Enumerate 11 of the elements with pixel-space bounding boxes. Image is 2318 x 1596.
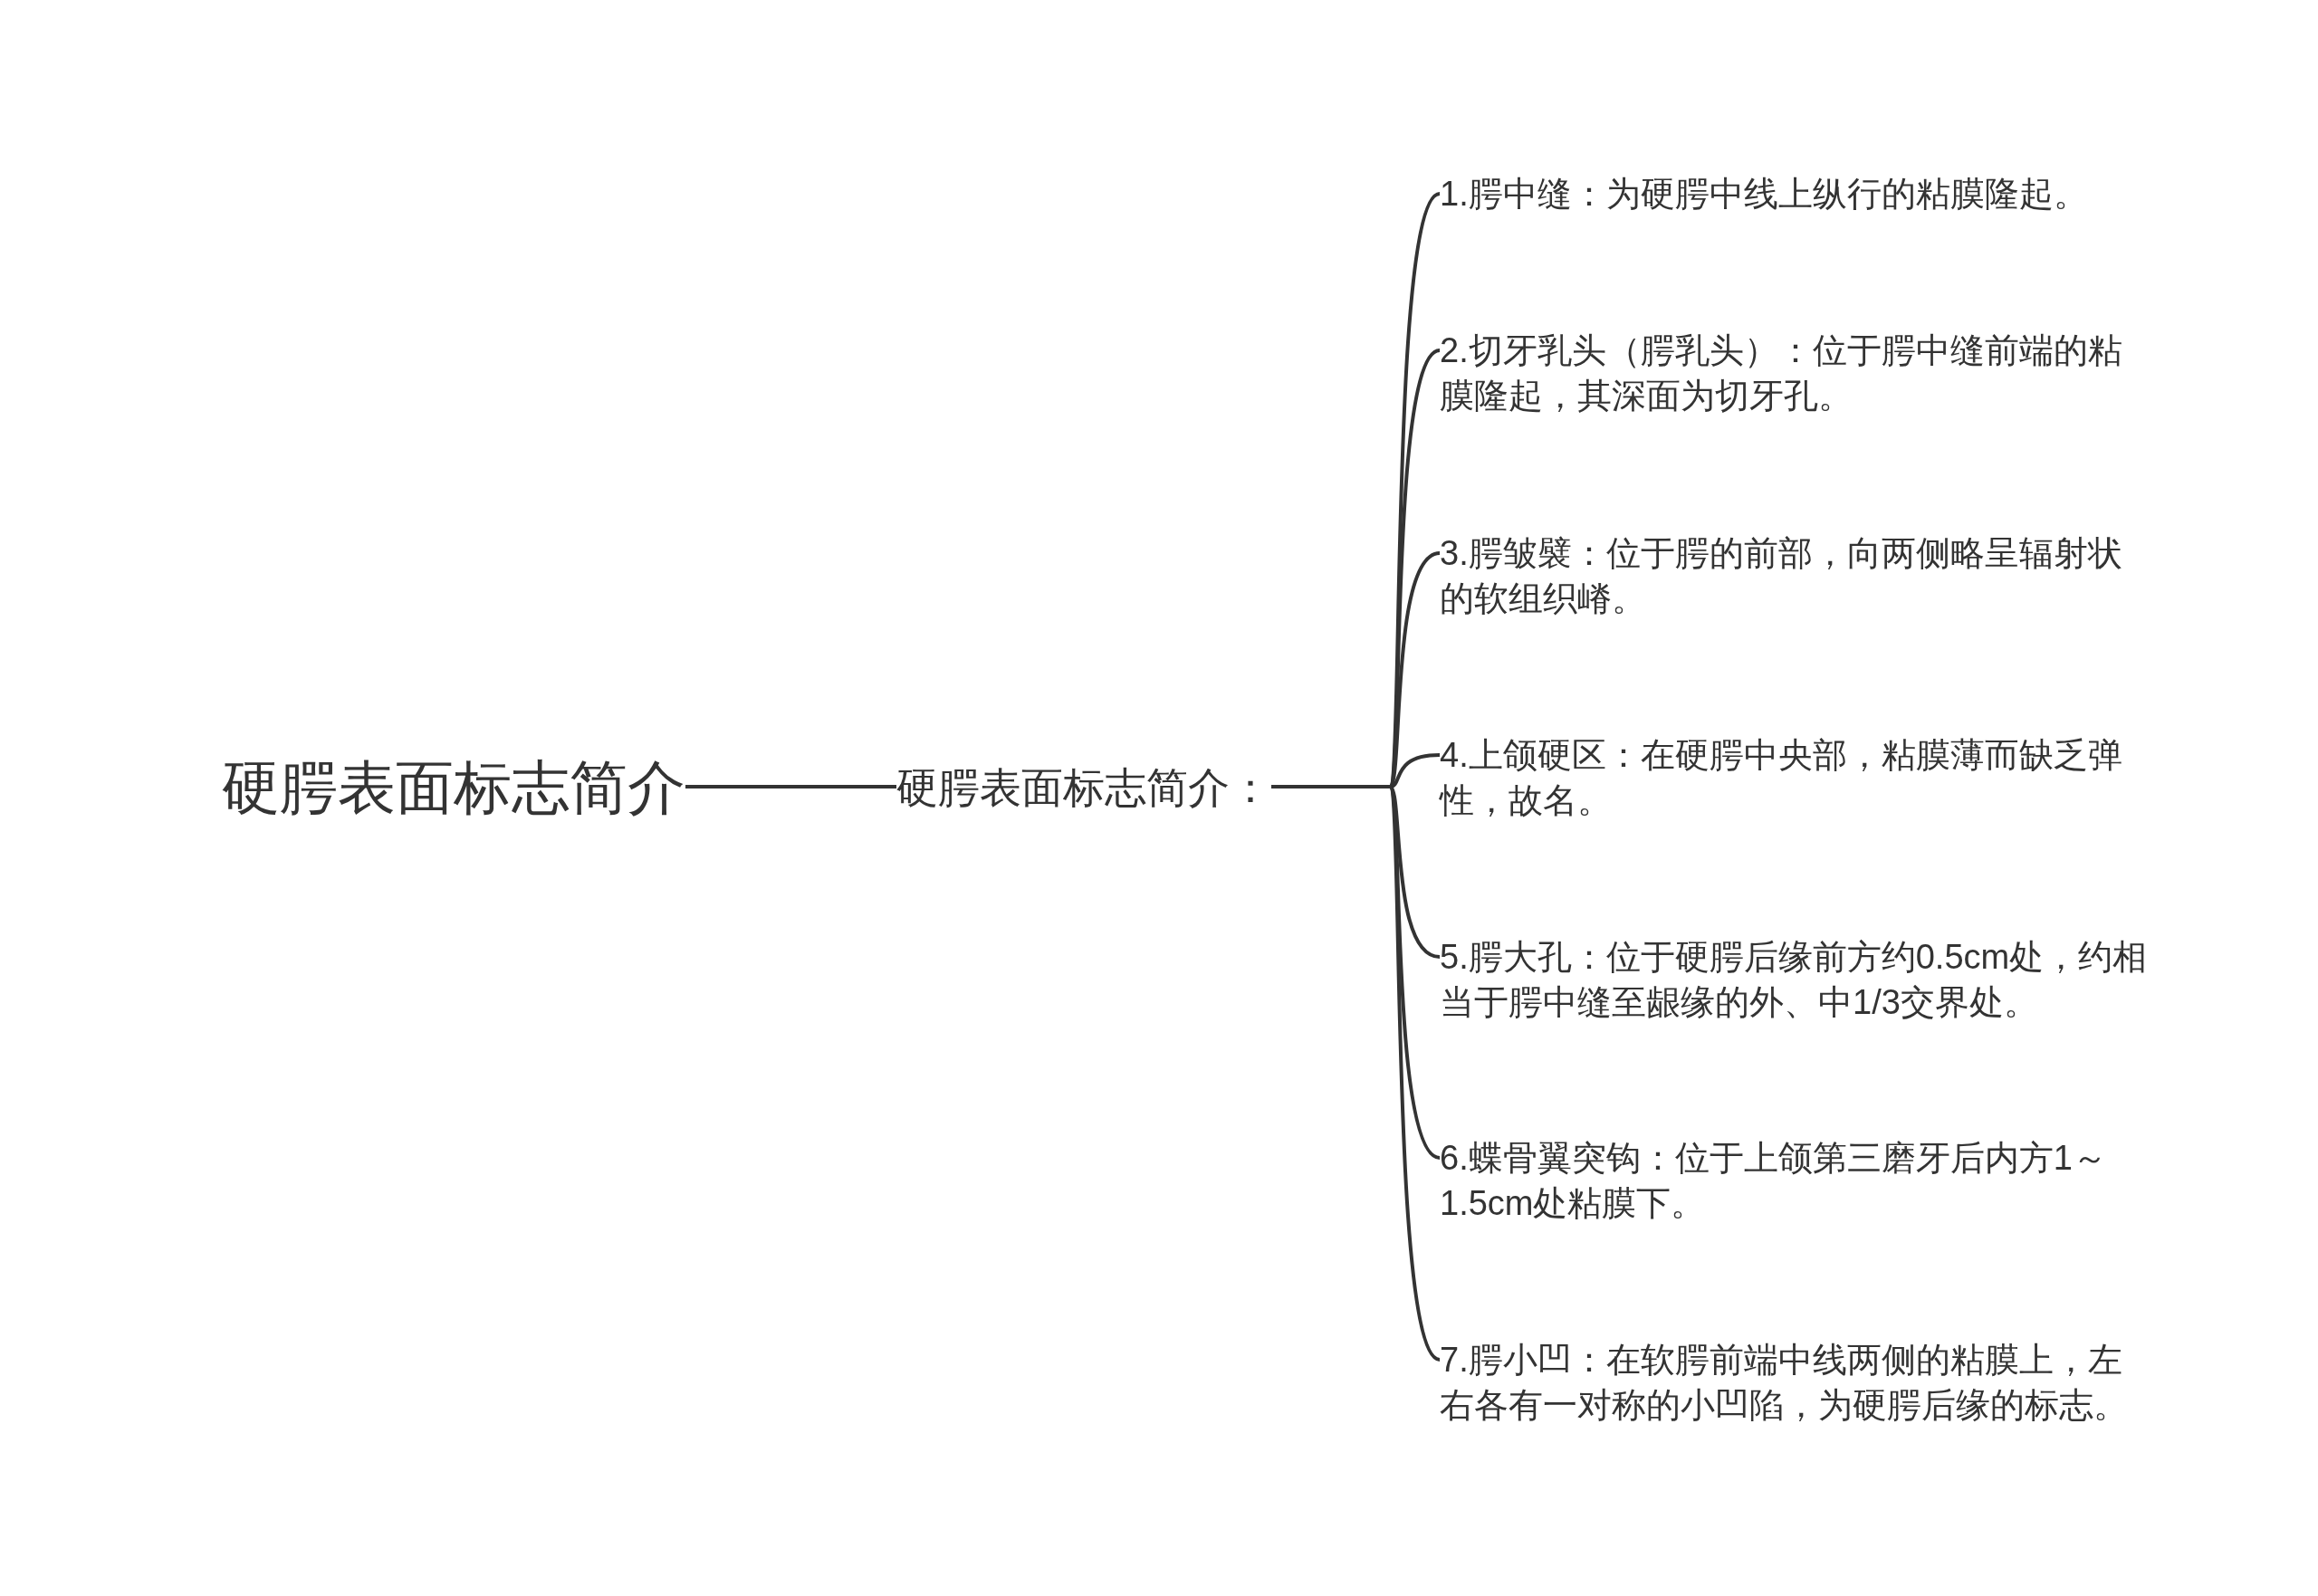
connector-line [1271, 785, 1442, 1362]
branch-text: 6.蝶骨翼突钩：位于上颌第三磨牙后内方1～1.5cm处粘膜下。 [1440, 1138, 2108, 1224]
branch-text: 3.腭皱襞：位于腭的前部，向两侧略呈辐射状的软组织嵴。 [1440, 533, 2123, 619]
branch-text: 4.上颌硬区：在硬腭中央部，粘膜薄而缺乏弹性，故名。 [1440, 735, 2123, 821]
topic-label: 硬腭表面标志简介 [222, 754, 685, 822]
branch-text: 1.腭中缝：为硬腭中线上纵行的粘膜隆起。 [1440, 174, 2089, 215]
branch-text: 7.腭小凹：在软腭前端中线两侧的粘膜上，左右各有一对称的小凹陷，为硬腭后缘的标志。 [1440, 1340, 2129, 1426]
subtopic-label: 硬腭表面标志简介： [896, 763, 1271, 813]
branch-text: 2.切牙乳头（腭乳头）：位于腭中缝前端的粘膜隆起，其深面为切牙孔。 [1440, 330, 2123, 416]
branch-text: 5.腭大孔：位于硬腭后缘前方约0.5cm处，约相当于腭中缝至龈缘的外、中1/3交界处。 [1440, 937, 2149, 1023]
connector-line [685, 785, 896, 788]
